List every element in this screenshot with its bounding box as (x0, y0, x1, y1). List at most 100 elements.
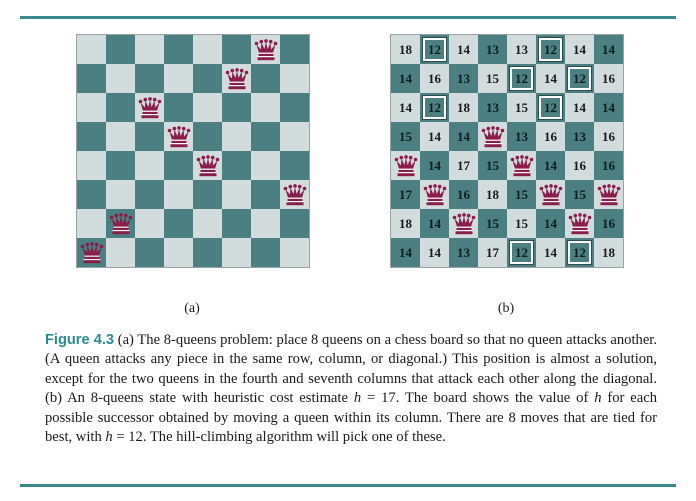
board-square: 14 (449, 122, 478, 151)
board-square: 14 (449, 35, 478, 64)
board-square: 18 (594, 238, 623, 267)
heuristic-value: 17 (457, 158, 470, 173)
board-square: 14 (391, 64, 420, 93)
board-square (77, 93, 106, 122)
heuristic-value: 13 (457, 245, 470, 260)
board-square: 16 (594, 209, 623, 238)
board-square: 17 (449, 151, 478, 180)
queen-icon (568, 212, 591, 234)
board-square: 13 (478, 35, 507, 64)
h-symbol: h (594, 390, 602, 407)
board-square: 15 (507, 209, 536, 238)
board-square (164, 151, 193, 180)
queen-icon (225, 67, 248, 89)
board-square: 13 (507, 122, 536, 151)
heuristic-value: 12 (428, 100, 441, 115)
caption-text-4: = 12. The hill-climbing algorithm will p… (112, 429, 446, 446)
heuristic-value: 14 (544, 158, 557, 173)
board-square (280, 238, 309, 267)
heuristic-value: 14 (399, 245, 412, 260)
board-square: 15 (478, 64, 507, 93)
figure-label: Figure 4.3 (45, 332, 114, 348)
subfigure-label-a: (a) (184, 301, 200, 316)
board-square (222, 180, 251, 209)
board-square: 16 (565, 151, 594, 180)
heuristic-value: 15 (486, 216, 499, 231)
heuristic-value: 15 (486, 158, 499, 173)
board-square (193, 93, 222, 122)
board-square: 13 (565, 122, 594, 151)
board-square (164, 35, 193, 64)
board-square: 12 (565, 64, 594, 93)
board-square: 14 (391, 93, 420, 122)
board-square: 14 (420, 238, 449, 267)
heuristic-value: 16 (457, 187, 470, 202)
board-square (135, 93, 164, 122)
heuristic-value: 13 (515, 129, 528, 144)
queen-icon (481, 125, 504, 147)
heuristic-value: 18 (399, 216, 412, 231)
heuristic-value: 18 (486, 187, 499, 202)
board-square: 14 (565, 35, 594, 64)
board-square (77, 238, 106, 267)
board-square: 14 (536, 151, 565, 180)
caption-text-2: = 17. The board shows the value of (361, 390, 595, 407)
board-square (251, 93, 280, 122)
board-square: 15 (565, 180, 594, 209)
heuristic-value: 15 (573, 187, 586, 202)
board-square (280, 180, 309, 209)
board-square (106, 180, 135, 209)
heuristic-value: 12 (428, 42, 441, 57)
board-square (106, 238, 135, 267)
board-square (594, 180, 623, 209)
board-square (106, 64, 135, 93)
board-square: 12 (420, 35, 449, 64)
queen-icon (167, 125, 190, 147)
h-symbol: h (353, 390, 362, 407)
figure-caption: Figure 4.3 (a) The 8-queens problem: pla… (45, 331, 657, 447)
board-square: 15 (391, 122, 420, 151)
board-square: 13 (478, 93, 507, 122)
heuristic-value: 12 (573, 245, 586, 260)
board-square (135, 180, 164, 209)
queen-icon (394, 154, 417, 176)
board-square: 14 (594, 35, 623, 64)
caption-text-3: for each possible successor obtained by … (45, 390, 657, 446)
board-square: 16 (594, 122, 623, 151)
heuristic-value: 16 (602, 216, 615, 231)
board-square: 14 (536, 238, 565, 267)
board-square (251, 180, 280, 209)
heuristic-value: 18 (602, 245, 615, 260)
board-square: 12 (507, 238, 536, 267)
heuristic-value: 15 (515, 100, 528, 115)
board-square (135, 151, 164, 180)
board-square: 13 (507, 35, 536, 64)
board-square (164, 180, 193, 209)
heuristic-value: 13 (486, 42, 499, 57)
board-square (135, 122, 164, 151)
board-square: 15 (507, 93, 536, 122)
heuristic-value: 14 (399, 71, 412, 86)
heuristic-value: 14 (544, 216, 557, 231)
board-square (164, 238, 193, 267)
h-symbol: h (105, 429, 113, 446)
board-square: 12 (420, 93, 449, 122)
heuristic-value: 14 (428, 158, 441, 173)
board-square (222, 151, 251, 180)
board-square (280, 93, 309, 122)
board-square: 14 (391, 238, 420, 267)
heuristic-value: 12 (544, 100, 557, 115)
board-square (449, 209, 478, 238)
board-square (106, 151, 135, 180)
heuristic-value: 14 (428, 245, 441, 260)
heuristic-value: 14 (428, 129, 441, 144)
board-square: 13 (449, 64, 478, 93)
board-square (106, 122, 135, 151)
board-square: 18 (449, 93, 478, 122)
board-square: 16 (449, 180, 478, 209)
board-square (280, 209, 309, 238)
board-square (222, 35, 251, 64)
bottom-rule (20, 484, 676, 487)
board-square: 14 (536, 64, 565, 93)
heuristic-value: 15 (486, 71, 499, 86)
